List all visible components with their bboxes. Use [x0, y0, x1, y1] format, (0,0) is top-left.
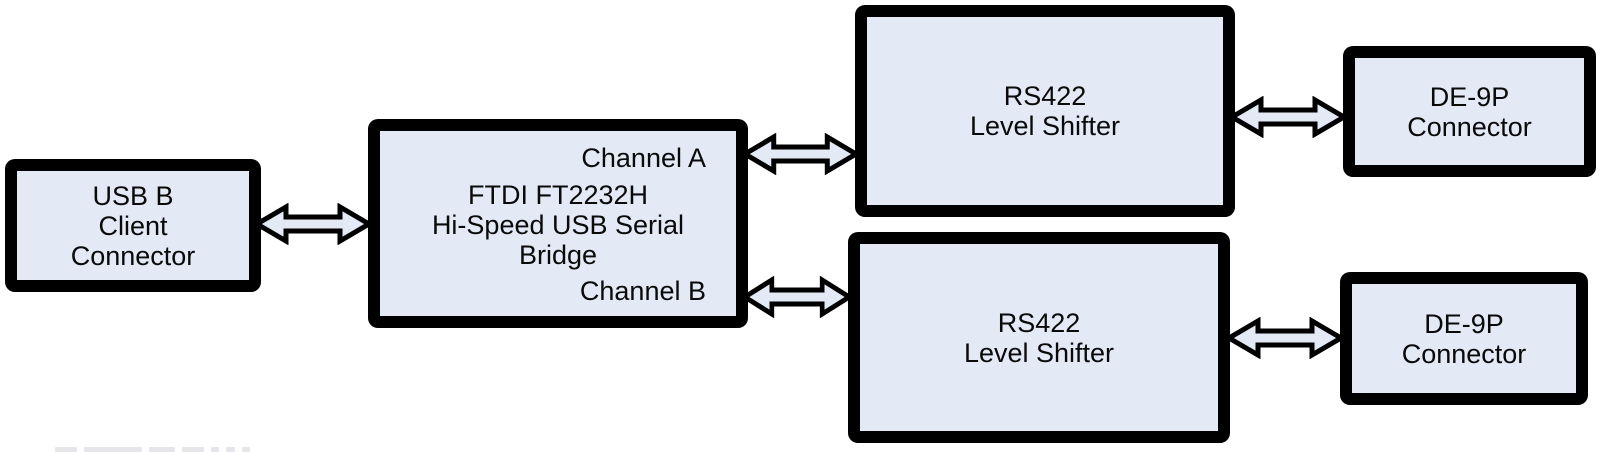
rs422-bottom-line-1: RS422: [997, 307, 1081, 338]
usb-label-line-1: USB B: [92, 180, 174, 211]
block-usb-b-client-connector: USB B Client Connector: [5, 159, 261, 292]
rs422-bottom-line-2: Level Shifter: [963, 337, 1115, 368]
rs422-top-line-1: RS422: [1003, 81, 1087, 111]
de9p-top-line-1: DE-9P: [1429, 81, 1510, 112]
block-ftdi-ft2232h-bridge: Channel A FTDI FT2232H Hi-Speed USB Seri…: [368, 119, 748, 328]
rs422-top-line-2: Level Shifter: [969, 111, 1121, 141]
channel-b-label: Channel B: [579, 276, 706, 306]
cutoff-caption-fragment: [55, 447, 250, 452]
double-arrow-icon-channel-b-to-rs422: [742, 276, 852, 318]
de9p-bottom-line-1: DE-9P: [1424, 308, 1504, 339]
block-rs422-level-shifter-top: RS422 Level Shifter: [855, 5, 1235, 217]
bridge-title-line-1: FTDI FT2232H: [467, 179, 649, 210]
bridge-title: FTDI FT2232H Hi-Speed USB Serial Bridge: [410, 180, 706, 270]
bridge-title-line-2: Hi-Speed USB Serial: [431, 209, 685, 240]
channel-a-label: Channel A: [581, 143, 706, 173]
double-arrow-icon-rs422-top-to-de9p: [1229, 96, 1347, 138]
double-arrow-icon-rs422-bottom-to-de9p: [1226, 317, 1344, 359]
block-de9p-connector-bottom: DE-9P Connector: [1340, 272, 1588, 405]
double-arrow-icon-channel-a-to-rs422: [742, 133, 859, 175]
de9p-top-line-2: Connector: [1407, 111, 1532, 142]
de9p-bottom-line-2: Connector: [1401, 338, 1527, 369]
block-de9p-connector-top: DE-9P Connector: [1343, 46, 1596, 177]
double-arrow-icon-usb-to-bridge: [254, 203, 372, 245]
bridge-title-line-3: Bridge: [518, 239, 598, 270]
usb-label-line-3: Connector: [70, 240, 196, 271]
usb-label-line-2: Client: [98, 210, 168, 241]
block-rs422-level-shifter-bottom: RS422 Level Shifter: [848, 232, 1230, 443]
